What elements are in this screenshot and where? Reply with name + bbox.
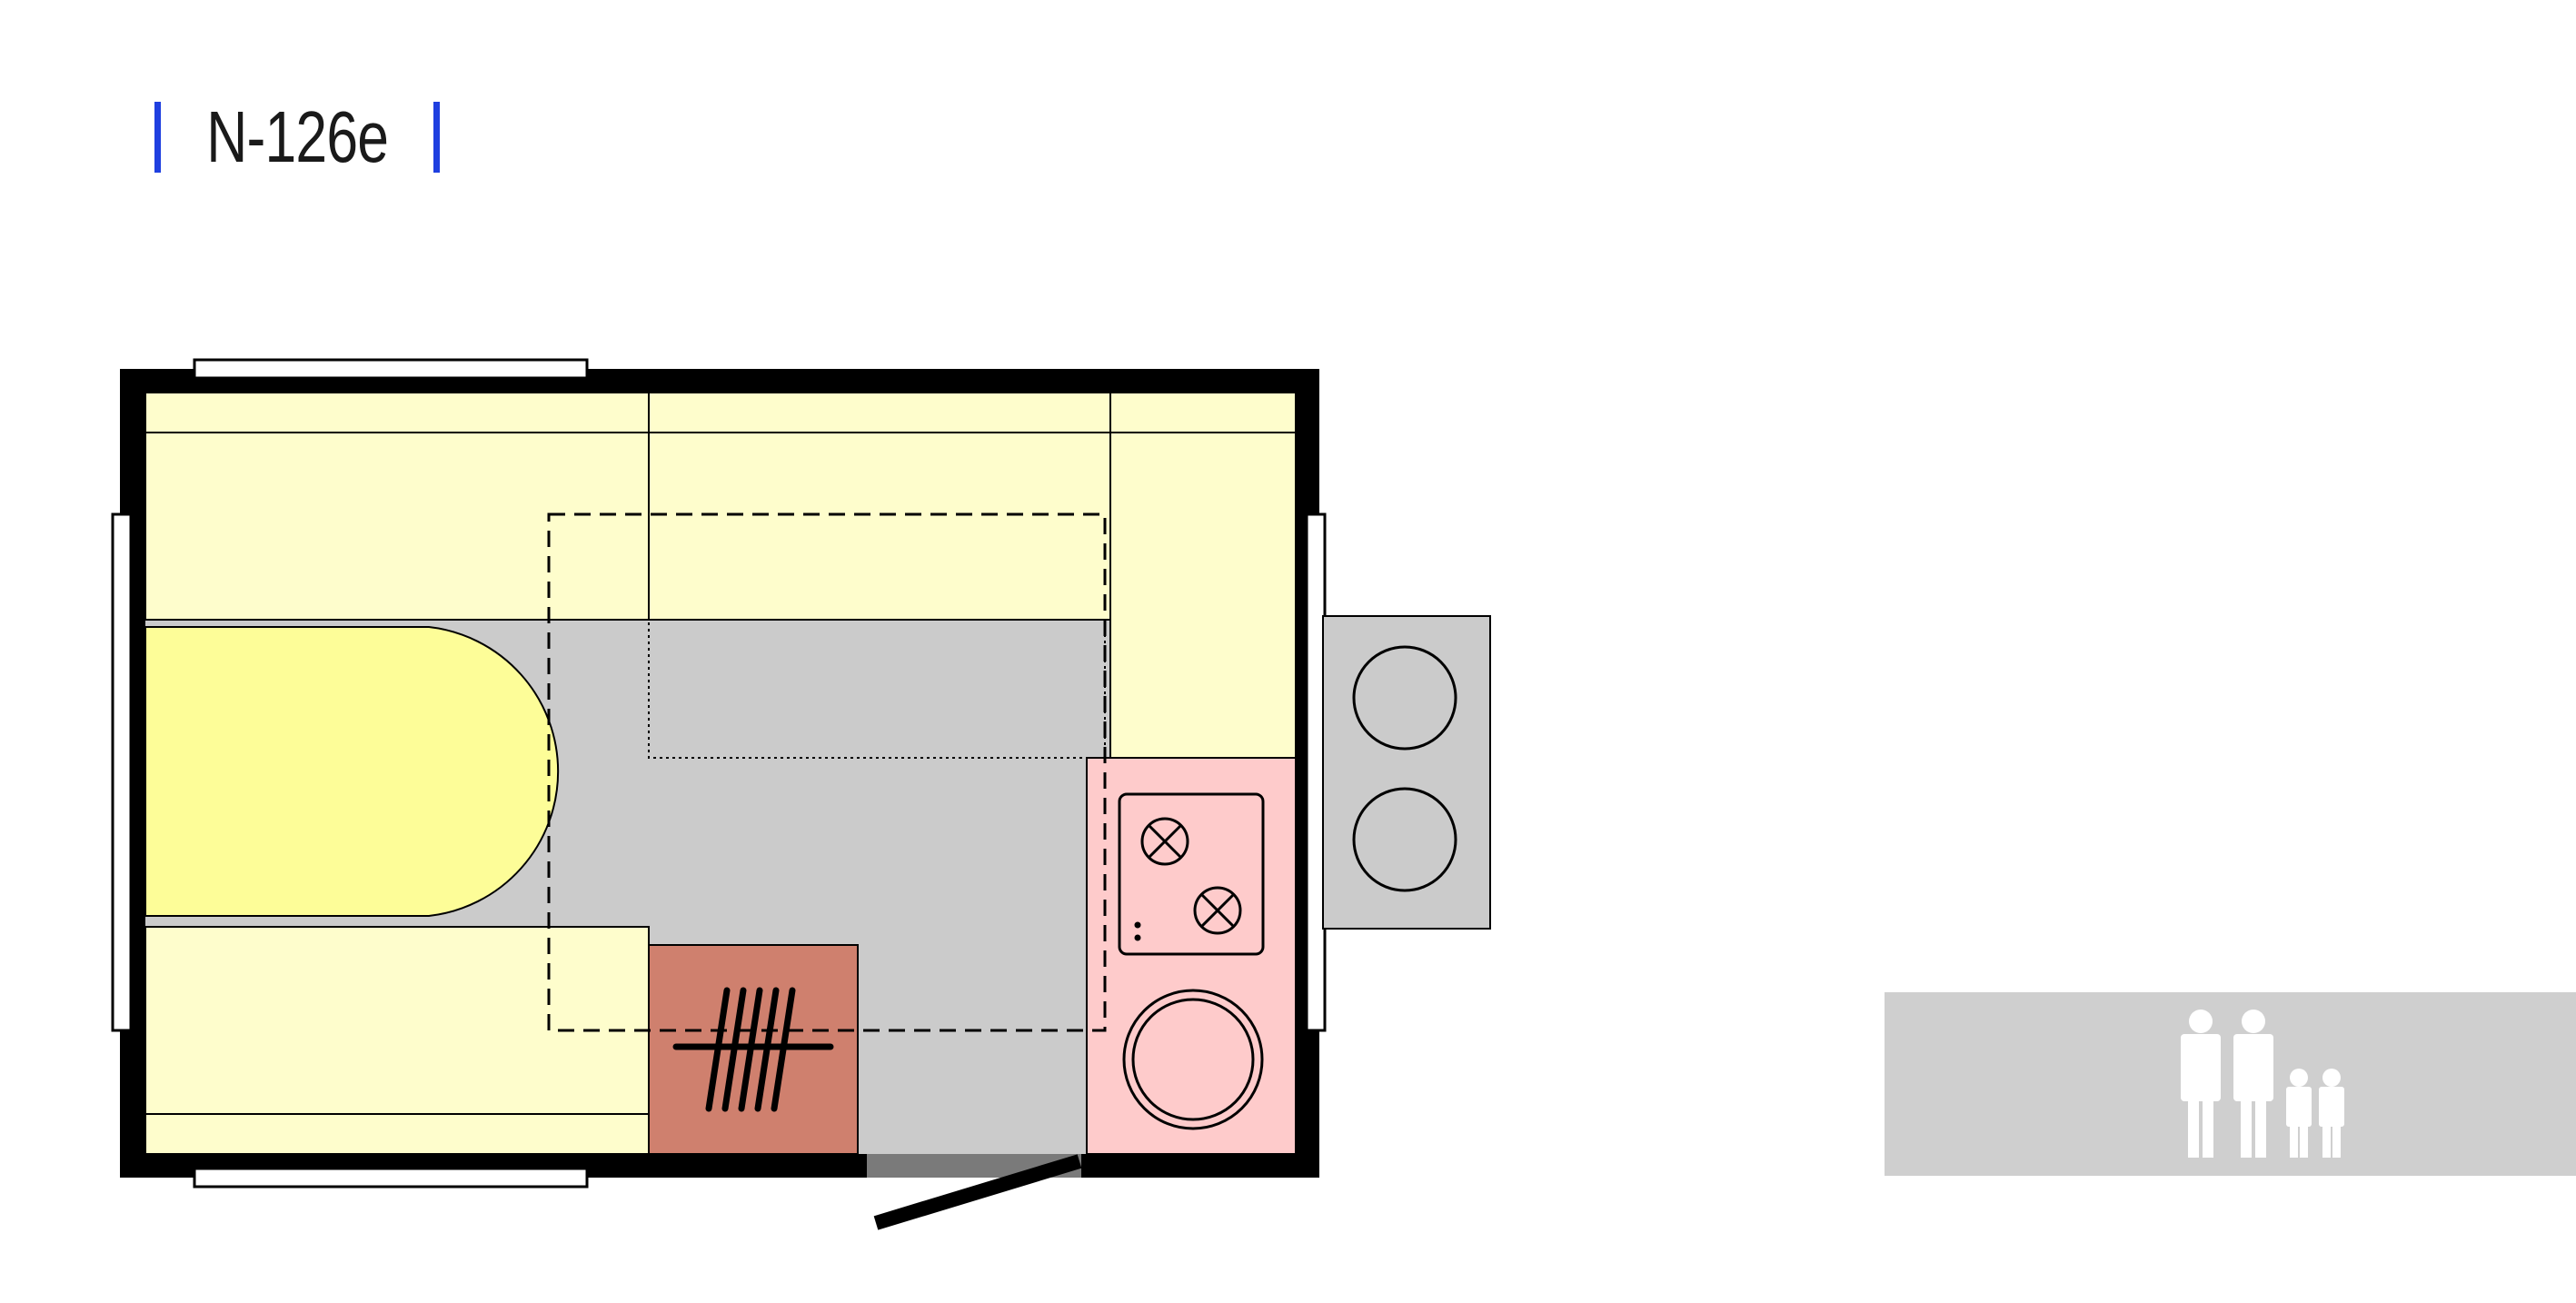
model-name: N-126e [206, 96, 389, 177]
bench-top-left-seat [144, 432, 650, 621]
gas-bottle-icon [1352, 787, 1457, 892]
bench-top-left-back [144, 392, 650, 433]
burner-1 [1140, 817, 1189, 866]
hob-knob-2 [1134, 934, 1141, 941]
window-left [111, 512, 133, 1032]
heater-icon [672, 987, 834, 1112]
sink-icon [1122, 989, 1264, 1130]
dining-table [144, 626, 560, 917]
cabinet-right-top [1109, 392, 1297, 433]
burner-2 [1193, 886, 1242, 935]
cabinet-right [1109, 432, 1297, 759]
person-icon [2181, 1010, 2344, 1158]
bench-bottom-front [144, 1113, 650, 1155]
model-title: N-126e [154, 87, 441, 187]
door [873, 1154, 1082, 1230]
title-accent-bar-right [433, 102, 441, 173]
occupancy-panel [1885, 992, 2576, 1176]
bed-conversion-outline [547, 512, 1107, 1032]
bench-bottom-seat [144, 926, 650, 1115]
window-top [193, 358, 589, 380]
window-bottom [193, 1167, 589, 1189]
overhead-shelf-outline [648, 619, 1106, 759]
bench-top-mid-back [648, 392, 1111, 433]
gas-bottle-icon [1352, 645, 1457, 751]
bench-top-mid-seat [648, 432, 1111, 621]
two-burner-hob-icon [1118, 792, 1265, 956]
hob-knob-1 [1134, 921, 1141, 929]
title-accent-bar-left [154, 102, 161, 173]
